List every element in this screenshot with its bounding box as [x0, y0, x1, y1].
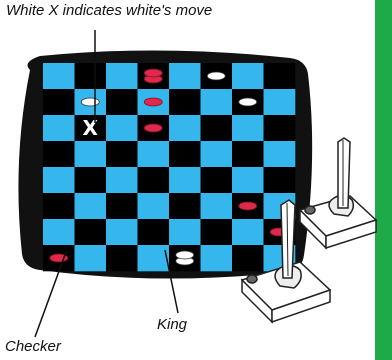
- board-square: [75, 141, 107, 167]
- red-checker: [144, 98, 162, 106]
- board-square: [201, 141, 233, 167]
- board-square: [169, 219, 201, 245]
- board-square: [232, 219, 264, 245]
- board-square: [201, 193, 233, 219]
- board-square: [43, 115, 75, 141]
- board-square: [232, 63, 264, 89]
- board-square: [201, 219, 233, 245]
- board-square: [138, 193, 170, 219]
- board-square: [106, 245, 138, 271]
- board-square: [232, 167, 264, 193]
- white-king: [176, 251, 194, 265]
- board-square: [43, 219, 75, 245]
- white-checker: [207, 72, 225, 80]
- board-square: [75, 219, 107, 245]
- red-checker: [144, 124, 162, 132]
- caption-white-move: White X indicates white's move: [6, 2, 212, 19]
- board-square: [106, 193, 138, 219]
- white-checker: [81, 98, 99, 106]
- board-square: [138, 141, 170, 167]
- board-square: [43, 141, 75, 167]
- board-square: [75, 167, 107, 193]
- red-king: [144, 69, 162, 83]
- board-square: [169, 167, 201, 193]
- board-square: [106, 219, 138, 245]
- board-square: [264, 167, 296, 193]
- board-square: [201, 89, 233, 115]
- caption-king: King: [157, 316, 187, 333]
- board-square: [169, 141, 201, 167]
- board-square: [106, 141, 138, 167]
- red-checker: [239, 202, 257, 210]
- white-checker: [239, 98, 257, 106]
- board-square: [43, 193, 75, 219]
- board-square: [75, 245, 107, 271]
- board-square: [169, 89, 201, 115]
- board-square: [106, 89, 138, 115]
- board-square: [232, 141, 264, 167]
- board-square: [138, 219, 170, 245]
- board-square: [264, 115, 296, 141]
- board-square: [43, 167, 75, 193]
- board-square: [138, 245, 170, 271]
- board-square: [75, 63, 107, 89]
- board-square: [201, 167, 233, 193]
- board-square: [264, 63, 296, 89]
- board-square: [138, 167, 170, 193]
- board-square: [106, 167, 138, 193]
- board-square: [169, 193, 201, 219]
- checkerboard: [43, 63, 295, 271]
- white-move-cursor: X: [83, 116, 99, 140]
- board-square: [264, 141, 296, 167]
- board-square: [106, 63, 138, 89]
- board-square: [264, 89, 296, 115]
- board-square: [232, 245, 264, 271]
- board-square: [106, 115, 138, 141]
- board-square: [169, 115, 201, 141]
- board-square: [201, 115, 233, 141]
- board-square: [43, 63, 75, 89]
- caption-checker: Checker: [5, 338, 61, 355]
- board-square: [232, 115, 264, 141]
- board-square: [169, 63, 201, 89]
- board-square: [201, 245, 233, 271]
- board-square: [75, 193, 107, 219]
- board-square: [43, 89, 75, 115]
